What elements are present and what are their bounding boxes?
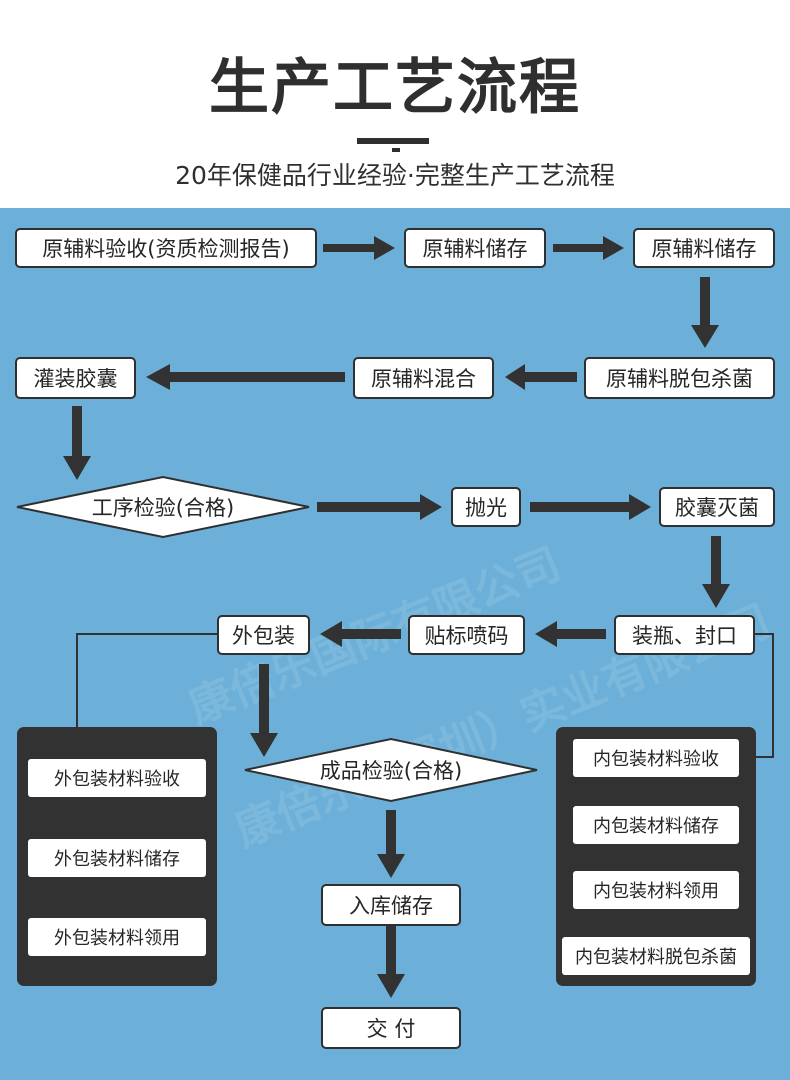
outer-material-item: 外包装材料验收	[28, 759, 206, 797]
inner-material-item: 内包装材料领用	[573, 871, 739, 909]
arrow-left	[535, 621, 606, 647]
step-filling-capsule: 灌装胶囊	[15, 357, 136, 399]
step-labeling-coding: 贴标喷码	[408, 615, 525, 655]
outer-material-item: 外包装材料领用	[28, 918, 206, 956]
step-delivery: 交 付	[321, 1007, 461, 1049]
inner-packaging-materials-group: 内包装材料验收 内包装材料储存 内包装材料领用 内包装材料脱包杀菌	[556, 727, 756, 986]
header: 生产工艺流程 20年保健品行业经验·完整生产工艺流程	[0, 0, 790, 208]
arrow-down	[377, 810, 405, 878]
arrow-down	[63, 406, 91, 480]
inner-material-item: 内包装材料验收	[573, 739, 739, 777]
arrow-right	[553, 236, 624, 260]
arrow-down	[691, 277, 719, 348]
decision-label: 工序检验(合格)	[91, 496, 235, 520]
arrow-down	[250, 664, 278, 757]
arrow-right	[317, 494, 442, 520]
step-bottling-sealing: 装瓶、封口	[614, 615, 755, 655]
outer-packaging-materials-group: 外包装材料验收 外包装材料储存 外包装材料领用	[17, 727, 217, 986]
step-raw-unpack-sterilize: 原辅料脱包杀菌	[584, 357, 775, 399]
inner-material-item: 内包装材料脱包杀菌	[562, 937, 750, 975]
connector-inner-materials	[755, 633, 774, 758]
page-title: 生产工艺流程	[209, 53, 581, 123]
arrow-down	[377, 926, 405, 998]
arrow-down	[702, 536, 730, 608]
step-raw-storage-1: 原辅料储存	[404, 228, 546, 268]
step-polishing: 抛光	[451, 487, 521, 527]
step-warehouse-storage: 入库储存	[321, 884, 461, 926]
step-raw-receiving: 原辅料验收(资质检测报告)	[15, 228, 317, 268]
arrow-right	[530, 494, 651, 520]
step-outer-packing: 外包装	[217, 615, 310, 655]
decision-finished-inspection: 成品检验(合格)	[243, 737, 539, 803]
decision-diamond-shape	[244, 737, 538, 803]
step-raw-storage-2: 原辅料储存	[633, 228, 775, 268]
step-raw-mixing: 原辅料混合	[353, 357, 494, 399]
arrow-left	[505, 364, 577, 390]
connector-outer-materials	[76, 633, 217, 728]
arrow-right	[323, 236, 395, 260]
decision-process-inspection: 工序检验(合格)	[15, 475, 311, 539]
inner-material-item: 内包装材料储存	[573, 806, 739, 844]
step-capsule-sterilize: 胶囊灭菌	[659, 487, 775, 527]
outer-material-item: 外包装材料储存	[28, 839, 206, 877]
arrow-left	[146, 364, 345, 390]
title-underline-tick	[392, 148, 400, 152]
decision-label: 成品检验(合格)	[319, 759, 463, 783]
title-underline	[357, 138, 429, 144]
page-subtitle: 20年保健品行业经验·完整生产工艺流程	[175, 161, 615, 190]
arrow-left	[320, 621, 401, 647]
decision-diamond-shape	[16, 475, 310, 539]
